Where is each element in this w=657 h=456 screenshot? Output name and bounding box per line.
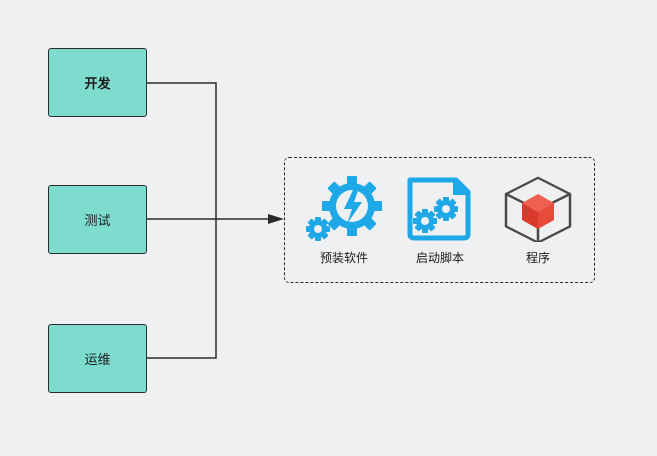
role-box-dev: 开发	[48, 48, 147, 117]
item-program: 程序	[493, 176, 583, 266]
item-label-program: 程序	[525, 251, 550, 265]
role-box-ops: 运维	[48, 324, 147, 393]
gear-lightning-icon	[306, 176, 382, 241]
deployment-package-container: 预装软件	[284, 157, 595, 283]
item-label-script: 启动脚本	[415, 251, 464, 265]
item-startup-script: 启动脚本	[395, 176, 485, 266]
item-label-software: 预装软件	[319, 251, 368, 265]
role-box-test: 测试	[48, 185, 147, 254]
role-label-dev: 开发	[84, 77, 111, 92]
role-label-test: 测试	[84, 214, 111, 229]
connector-ops	[147, 219, 217, 359]
cube-icon	[504, 176, 572, 242]
arrow-head	[268, 214, 284, 224]
role-label-ops: 运维	[84, 353, 111, 368]
connector-dev	[147, 82, 217, 219]
item-preinstalled-software: 预装软件	[299, 176, 389, 266]
script-file-gears-icon	[407, 177, 471, 241]
